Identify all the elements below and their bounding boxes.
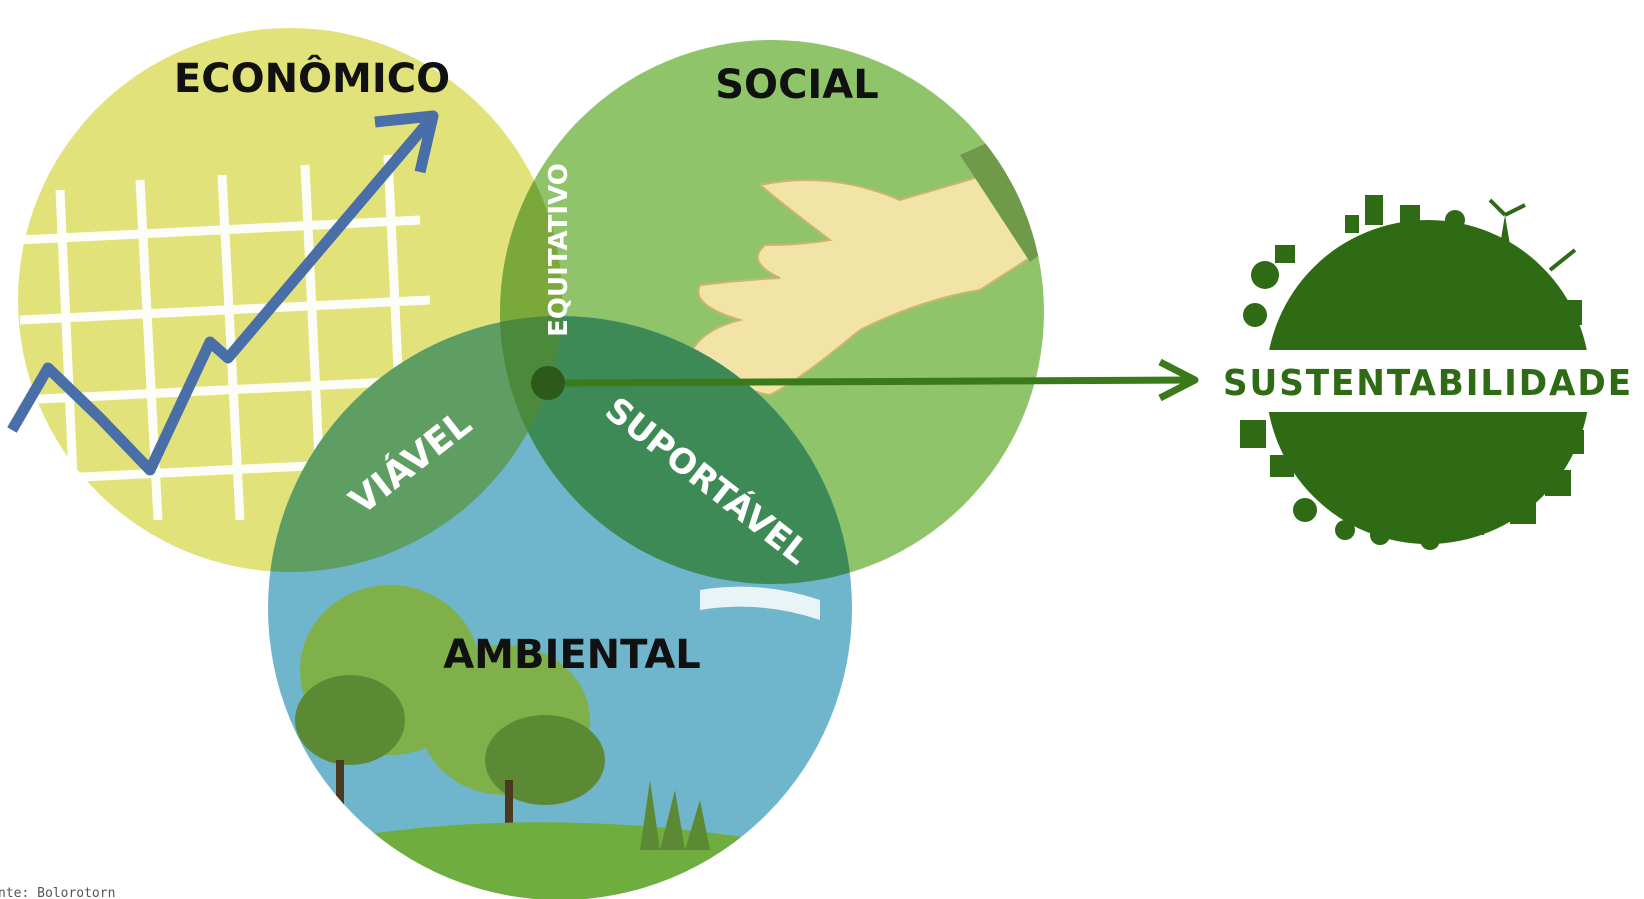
sustainability-globe-icon: SUSTENTABILIDADE — [1210, 195, 1644, 550]
label-social: SOCIAL — [715, 62, 879, 108]
result-arrow-line — [564, 376, 1196, 387]
source-note: nte: Bolorotorn — [0, 886, 115, 899]
label-equitable: EQUITATIVO — [544, 163, 574, 337]
label-environmental: AMBIENTAL — [443, 632, 701, 678]
overlap-viable — [268, 316, 562, 572]
result-arrow-head — [1158, 358, 1199, 402]
growth-arrow-head — [374, 110, 439, 174]
center-point — [531, 366, 565, 400]
growth-arrow-line — [7, 116, 435, 476]
label-economic: ECONÔMICO — [174, 54, 450, 102]
label-sustainability: SUSTENTABILIDADE — [1223, 363, 1633, 404]
overlap-bearable — [500, 316, 852, 584]
